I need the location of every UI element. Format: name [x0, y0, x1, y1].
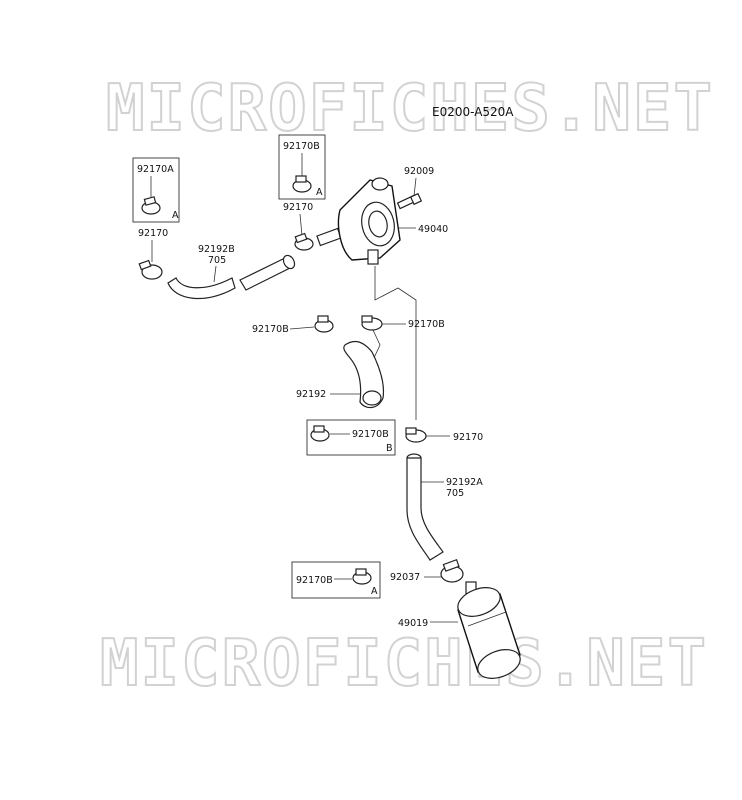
routing-line	[374, 266, 417, 420]
clamp-box2-icon	[292, 153, 312, 193]
diagram-code: E0200-A520A	[432, 105, 514, 119]
label-clamp-left: 92170	[138, 228, 168, 239]
fuel-filter-icon	[457, 581, 521, 679]
label-clamp-mid-left: 92170B	[252, 324, 289, 335]
label-hose-b-code: 92192B	[198, 244, 235, 255]
clamp-filter-icon	[440, 559, 464, 583]
label-hose-c: 92192	[296, 389, 326, 400]
label-hose-a-len: 705	[446, 488, 464, 499]
clamp-right-icon	[405, 427, 427, 443]
clamp-left-icon	[138, 259, 163, 280]
detail-box-4	[291, 561, 381, 599]
label-box2-tag: A	[316, 187, 323, 198]
watermark-top: MICROFICHES.NET	[106, 72, 714, 146]
clamp-mid-right-icon	[361, 315, 383, 331]
clamp-box4-icon	[352, 568, 372, 585]
label-box3-tag: B	[386, 443, 393, 454]
label-box4-tag: A	[371, 586, 378, 597]
label-hose-b-len: 705	[208, 255, 226, 266]
clamp-box1-icon	[141, 176, 161, 215]
label-clamp-right: 92170	[453, 432, 483, 443]
label-filter: 49019	[398, 618, 428, 629]
bolt-icon	[396, 192, 423, 210]
detail-box-1	[132, 157, 180, 223]
label-bolt: 92009	[404, 166, 434, 177]
label-hose-a-code: 92192A	[446, 477, 483, 488]
clamp-pump-icon	[294, 232, 314, 251]
detail-box-2	[278, 134, 326, 200]
label-clamp-filter: 92037	[390, 572, 420, 583]
label-box2-part: 92170B	[283, 141, 320, 152]
label-box3-part: 92170B	[352, 429, 389, 440]
routing-line-2	[372, 329, 381, 361]
hose-b-icon	[167, 254, 296, 300]
label-clamp-mid-right: 92170B	[408, 319, 445, 330]
detail-box-3	[306, 419, 396, 456]
watermark-bottom: MICROFICHES.NET	[100, 627, 708, 701]
clamp-box3-icon	[310, 425, 330, 442]
fuel-pump-icon	[316, 177, 401, 265]
clamp-mid-left-icon	[314, 315, 334, 333]
label-box4-part: 92170B	[296, 575, 333, 586]
label-box1-part: 92170A	[137, 164, 174, 175]
label-pump: 49040	[418, 224, 448, 235]
label-clamp-pump: 92170	[283, 202, 313, 213]
hose-a-icon	[406, 453, 444, 561]
hose-c-icon	[343, 340, 385, 409]
label-box1-tag: A	[172, 210, 179, 221]
